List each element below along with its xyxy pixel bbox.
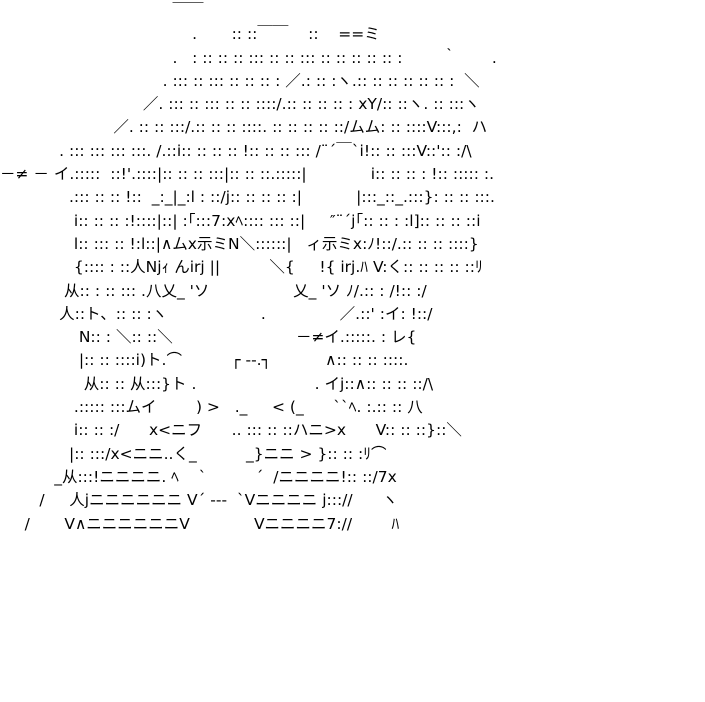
art-line: . ::: :: ::: :: :: :: : ／.: :: :ヽ.:: :: … xyxy=(0,71,480,90)
art-line: 从:: : :: ::: .八乂_ 'ソ 乂_ 'ソ ﾉ/.:: : /!:: … xyxy=(0,281,427,300)
art-line: 人::ト、:: :: :ヽ . ／.::' :イ: !::/ xyxy=(0,304,433,323)
art-line: .::: :: :: !:: _:_|_:l : ::/j:: :: :: ::… xyxy=(0,188,495,207)
art-line: |:: :::/x<ニニ..く_ _}ニニ > }:: :: :ﾘ⌒ xyxy=(0,444,387,463)
art-line: i:: :: :: :!::::|::| :｢:::7:xﾍ:::: ::: :… xyxy=(0,211,481,230)
art-line: ／. :: :: :::/.:: :: :: ::::. :: :: :: ::… xyxy=(0,118,488,137)
art-line: . : :: :: :: ::: :: :: ::: :: :: :: :: :… xyxy=(0,48,497,67)
art-line: l:: ::: :: !:l::|∧ムx示ミN＼::::::| ィ示ミx:ﾉ!:… xyxy=(0,234,479,253)
art-line: . :: ::￣￣ :: ==ミ xyxy=(0,25,380,44)
art-line: . ::: ::: ::: :::. /.::i:: :: :: :: !:: … xyxy=(0,141,472,160)
art-line: i:: :: :/ x<ニフ .. ::: :: ::ハニ>x V:: :: :… xyxy=(0,421,462,440)
art-line: N:: : ＼:: ::＼ －≠イ.:::::. : レ{ xyxy=(0,328,417,347)
art-line: .::::: :::ムイ ) > ._ < (_ ``ﾍ. :.:: :: 八 xyxy=(0,398,423,417)
art-line: 从:: :: 从:::}ト . . イj::∧:: :: :: ::/\ xyxy=(0,374,434,393)
art-line: ／. ::: :: ::: :: :: ::::/.:: :: :: :: : … xyxy=(0,95,480,114)
art-line: |:: :: ::::i)ト.⌒ ┌ ‐‐.┐ ∧:: :: :: ::::. xyxy=(0,351,409,370)
art-line: －≠ － イ.::::: ::!'.::::|:: :: :: :::|:: :… xyxy=(0,165,495,184)
art-line: _从:::!ニニニニ. ﾍ ` ´ /ニニニニ!:: ::/7x xyxy=(0,467,397,486)
art-line: ￣￣ xyxy=(0,2,204,20)
art-line: / 人jニニニニニニ V´ ‐‐‐ `Vニニニニ j:::// ヽ xyxy=(0,491,398,510)
art-line: {:::: : ::人Njｨ んirj || ＼{ !{ irj.ﾊ V:く::… xyxy=(0,258,483,277)
art-line: / V∧ニニニニニニV Vニニニニ7:// ﾊ xyxy=(0,514,400,533)
